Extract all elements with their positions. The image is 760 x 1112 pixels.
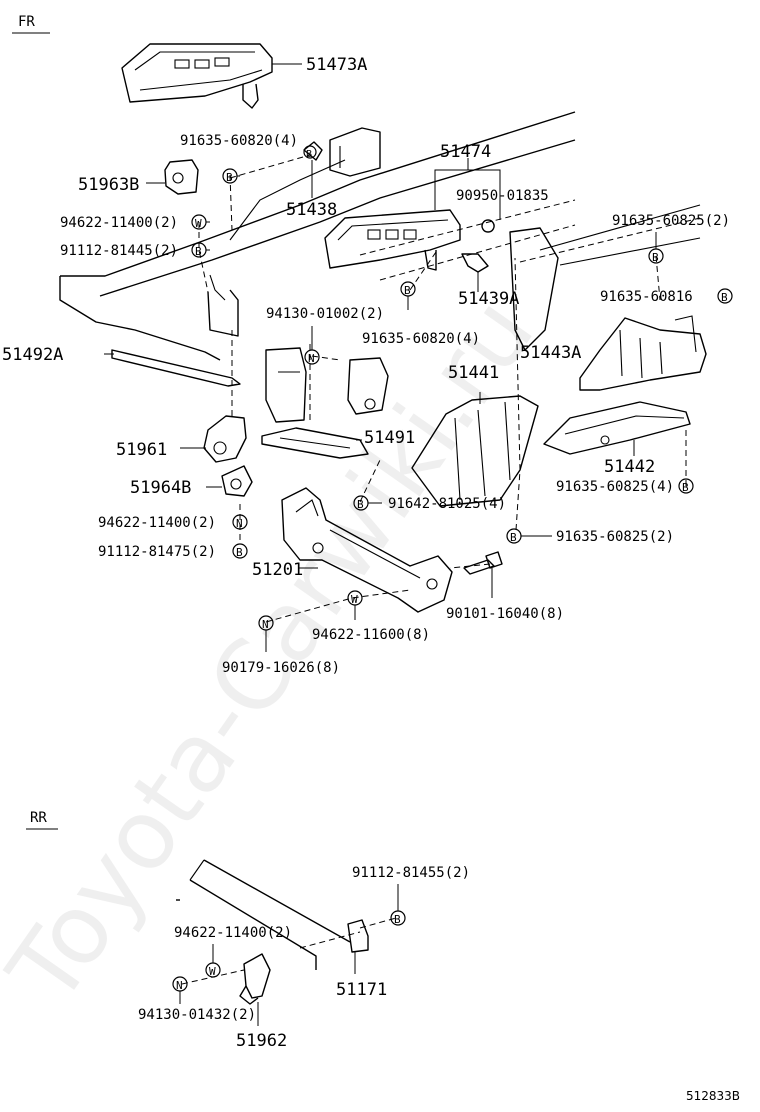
svg-text:B: B xyxy=(652,251,659,264)
label-91635-60820-mid: 91635-60820(4) xyxy=(362,331,480,347)
part-labels: 51473A 51474 51438 51963B 51439A 51492A … xyxy=(2,55,730,1051)
label-51473A: 51473A xyxy=(306,55,367,75)
bolt-90101-16040-drawing xyxy=(463,551,503,598)
svg-text:B: B xyxy=(404,284,411,297)
label-91642-81025: 91642-81025(4) xyxy=(388,496,506,512)
front-fastener-leaders xyxy=(198,154,687,623)
label-91112-81475: 91112-81475(2) xyxy=(98,544,216,560)
bolt-marker: B xyxy=(678,478,694,494)
label-51438: 51438 xyxy=(286,200,337,220)
section-rear-header: RR xyxy=(26,810,58,830)
label-94622-11400-front-upper: 94622-11400(2) xyxy=(60,215,178,231)
label-51962: 51962 xyxy=(236,1031,287,1051)
label-91635-60825-plate: 91635-60825(4) xyxy=(556,479,674,495)
svg-text:W: W xyxy=(351,593,358,606)
section-front-label: FR xyxy=(18,14,35,30)
bolt-marker: B xyxy=(400,281,416,297)
label-51442: 51442 xyxy=(604,457,655,477)
label-94622-11600: 94622-11600(8) xyxy=(312,627,430,643)
part-51492A-drawing xyxy=(104,349,241,387)
label-91635-60820-top: 91635-60820(4) xyxy=(180,133,298,149)
section-rear-label: RR xyxy=(30,810,47,826)
svg-text:B: B xyxy=(357,498,364,511)
label-90101-16040: 90101-16040(8) xyxy=(446,606,564,622)
svg-text:N: N xyxy=(308,352,315,365)
center-mounts-drawing xyxy=(231,330,389,423)
label-94130-01432: 94130-01432(2) xyxy=(138,1007,256,1023)
part-51961-drawing xyxy=(180,415,247,463)
fastener-markers: B B W B B B B N B B N B B W N xyxy=(191,145,733,631)
label-94622-11400-rear: 94622-11400(2) xyxy=(174,925,292,941)
label-51964B: 51964B xyxy=(130,478,191,498)
svg-text:B: B xyxy=(195,245,202,258)
label-51439A: 51439A xyxy=(458,289,519,309)
label-leaders xyxy=(206,175,657,652)
bolt-marker: B xyxy=(303,145,317,160)
part-51473A-drawing xyxy=(121,43,302,109)
label-51441: 51441 xyxy=(448,363,499,383)
frame-rails xyxy=(59,111,701,361)
bolt-marker: B xyxy=(506,528,522,544)
rear-fastener-markers: B W N xyxy=(172,884,406,1004)
label-51963B: 51963B xyxy=(78,175,139,195)
part-51491-drawing xyxy=(261,427,369,459)
bolt-marker: B xyxy=(717,288,733,304)
label-91635-60816: 91635-60816 xyxy=(600,289,693,305)
part-51441-drawing xyxy=(411,227,559,507)
svg-text:N: N xyxy=(262,618,269,631)
bolt-marker: B xyxy=(232,543,248,559)
label-90179-16026: 90179-16026(8) xyxy=(222,660,340,676)
label-51491: 51491 xyxy=(364,428,415,448)
label-51171: 51171 xyxy=(336,980,387,1000)
bolt-marker: B xyxy=(390,910,406,926)
part-51964B-drawing xyxy=(206,465,253,497)
svg-text:B: B xyxy=(306,149,312,160)
label-90950-01835: 90950-01835 xyxy=(456,188,549,204)
svg-text:B: B xyxy=(394,913,401,926)
section-front-header: FR xyxy=(12,14,50,34)
label-91112-81445: 91112-81445(2) xyxy=(60,243,178,259)
svg-text:B: B xyxy=(721,291,728,304)
part-51439A-drawing xyxy=(461,253,489,292)
label-94130-01002: 94130-01002(2) xyxy=(266,306,384,322)
part-51438-drawing xyxy=(303,141,323,198)
svg-text:B: B xyxy=(226,171,233,184)
label-51961: 51961 xyxy=(116,440,167,460)
svg-text:W: W xyxy=(195,217,202,230)
nut-marker: N xyxy=(232,514,248,530)
part-51201-drawing xyxy=(281,487,453,613)
svg-text:W: W xyxy=(209,965,216,978)
svg-text:N: N xyxy=(176,979,183,992)
svg-text:B: B xyxy=(236,546,243,559)
bolt-marker: B xyxy=(648,248,664,264)
label-94622-11400-front-lower: 94622-11400(2) xyxy=(98,515,216,531)
part-51963B-drawing xyxy=(146,159,199,195)
label-91112-81455: 91112-81455(2) xyxy=(352,865,470,881)
washer-marker: W xyxy=(205,962,221,978)
drawing-code: 512833B xyxy=(686,1089,740,1103)
svg-text:N: N xyxy=(236,517,243,530)
part-51442-drawing xyxy=(543,401,691,456)
label-51201: 51201 xyxy=(252,560,303,580)
label-91635-60825-lower: 91635-60825(2) xyxy=(556,529,674,545)
part-51474-drawing xyxy=(324,158,501,271)
washer-marker: W xyxy=(191,214,207,230)
nut-marker: N xyxy=(172,976,188,992)
bolt-marker: B xyxy=(191,242,207,258)
nut-marker: N xyxy=(304,349,320,365)
svg-text:B: B xyxy=(510,531,517,544)
svg-text:B: B xyxy=(682,481,689,494)
label-51443A: 51443A xyxy=(520,343,581,363)
label-51474: 51474 xyxy=(440,142,491,162)
watermark: Toyota-Carwiki.ru xyxy=(0,278,556,1024)
rear-frame-drawing xyxy=(176,859,397,1026)
label-51492A: 51492A xyxy=(2,345,63,365)
part-51443A-drawing xyxy=(579,315,707,391)
label-91635-60825-right-upper: 91635-60825(2) xyxy=(612,213,730,229)
